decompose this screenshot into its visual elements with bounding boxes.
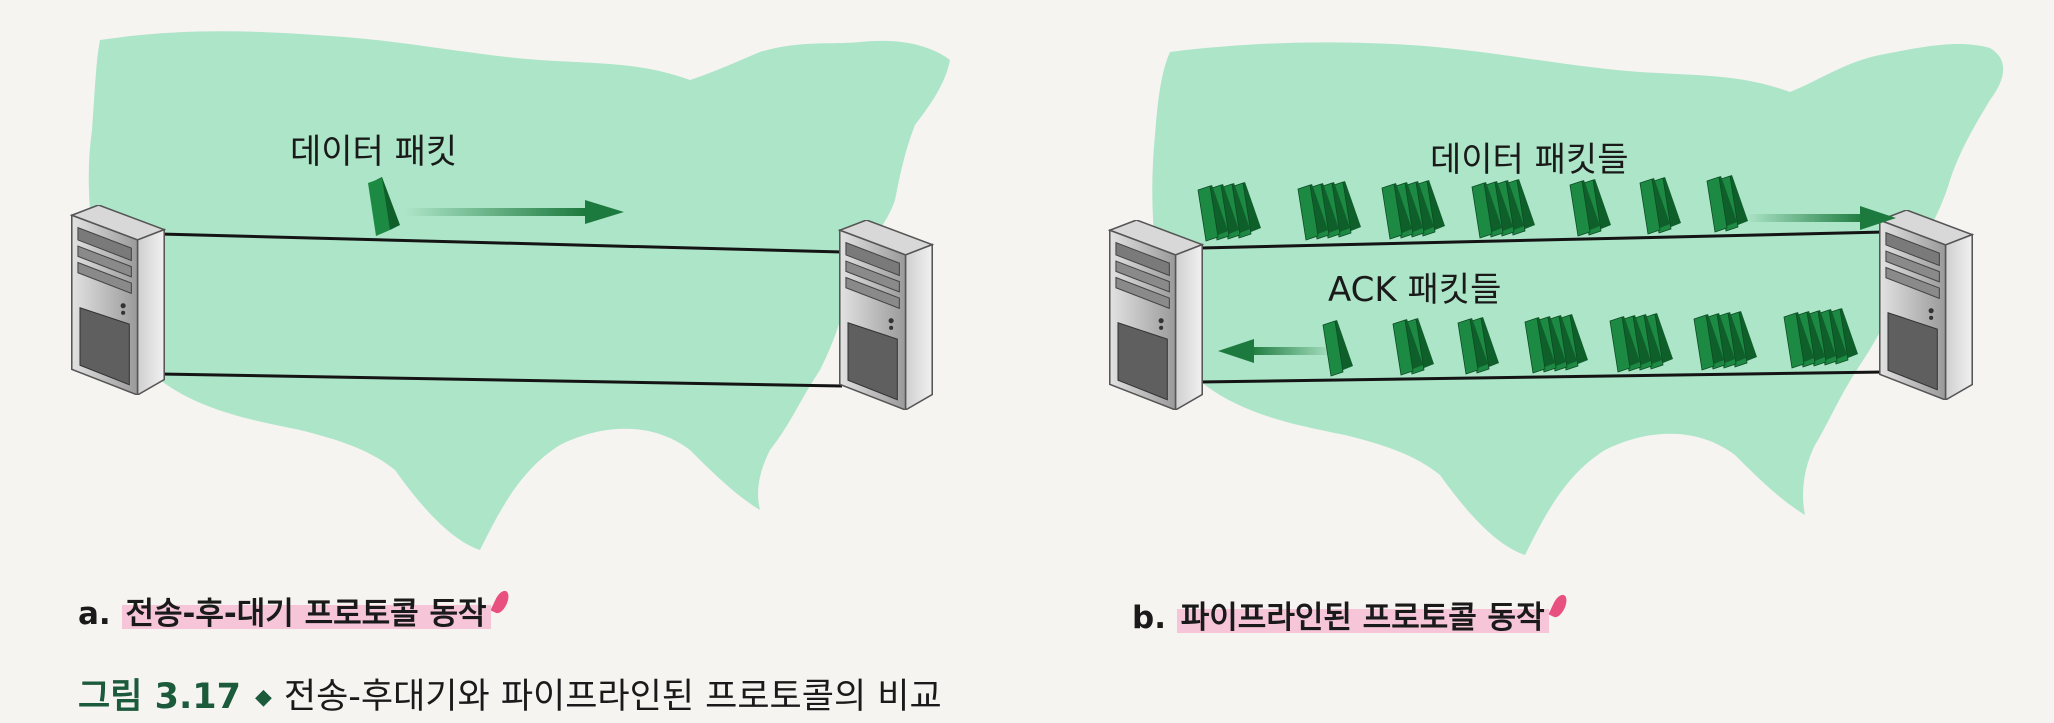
data-packet-stack — [1471, 179, 1535, 239]
us-map-a — [88, 31, 950, 551]
diamond-bullet-icon: ◆ — [254, 685, 272, 710]
link-top-a — [159, 232, 843, 254]
caption-a-text: 전송-후-대기 프로토콜 동작 — [121, 596, 491, 632]
ack-packets-label: ACK 패킷들 — [1328, 270, 1502, 310]
ack-packet-stack — [1524, 314, 1588, 374]
link-top-b — [1199, 230, 1886, 250]
receiver-server-b — [1878, 210, 1974, 400]
caption-b-prefix: b. — [1132, 600, 1166, 636]
data-packet-stack — [1639, 177, 1681, 235]
data-packet-stack — [1706, 175, 1748, 233]
receiver-server-a — [838, 220, 934, 410]
us-map-b — [1152, 42, 2004, 556]
figure-caption: 그림 3.17 ◆ 전송-후대기와 파이프라인된 프로토콜의 비교 — [78, 668, 942, 719]
data-packet-a — [368, 177, 400, 236]
link-bottom-a — [159, 372, 843, 388]
ack-packet-stack — [1693, 311, 1757, 371]
ack-packet-stack — [1609, 313, 1673, 373]
data-packets-b — [1197, 175, 1748, 242]
link-bottom-b — [1199, 370, 1886, 384]
data-packet-stack — [1197, 182, 1261, 242]
data-packet-stack — [1297, 181, 1361, 241]
data-packet-stack — [1569, 179, 1611, 237]
caption-b-text: 파이프라인된 프로토콜 동작 — [1176, 600, 1549, 636]
ack-packets-b — [1322, 308, 1858, 377]
caption-a-prefix: a. — [78, 596, 111, 632]
sender-server-b — [1108, 220, 1204, 410]
caption-b: b. 파이프라인된 프로토콜 동작 — [1132, 592, 1570, 637]
figure-title: 전송-후대기와 파이프라인된 프로토콜의 비교 — [283, 677, 942, 717]
data-packet-stack — [1381, 180, 1445, 240]
sender-server-a — [70, 205, 166, 395]
ack-packet-stack — [1392, 318, 1434, 376]
arrow-right-b — [1745, 206, 1896, 230]
data-packet-label: 데이터 패킷 — [290, 132, 458, 172]
ack-packet-stack — [1783, 308, 1858, 369]
figure-number: 그림 3.17 — [78, 677, 241, 717]
caption-a: a. 전송-후-대기 프로토콜 동작 — [78, 588, 512, 633]
data-packets-label: 데이터 패킷들 — [1430, 140, 1629, 180]
arrow-right-a — [405, 200, 624, 224]
arrow-left-b — [1218, 339, 1335, 363]
ack-packet-stack — [1457, 317, 1499, 375]
